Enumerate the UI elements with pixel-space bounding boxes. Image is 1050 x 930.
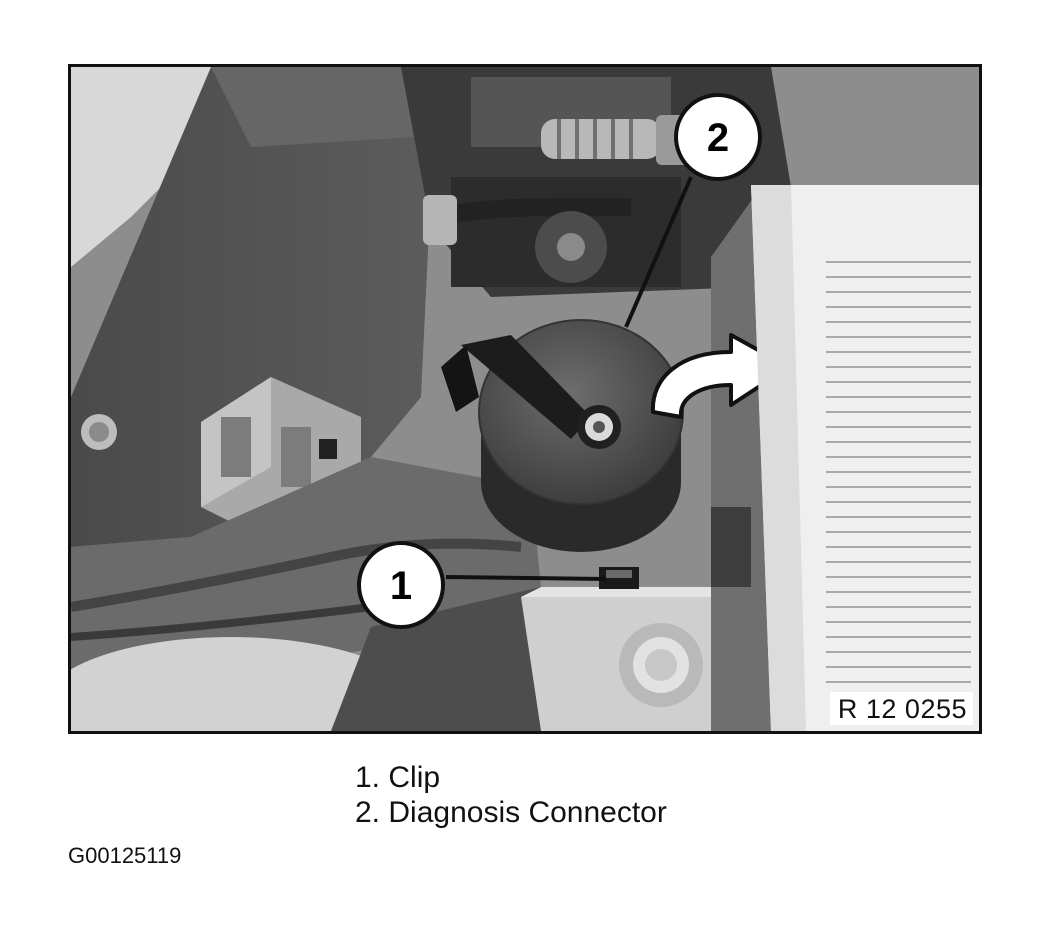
callout-1-leader <box>445 575 607 581</box>
callout-2-leader <box>624 176 693 328</box>
engine-bay-illustration: 1 2 <box>71 67 979 731</box>
callout-1-number: 1 <box>390 564 412 608</box>
callout-1: 1 <box>357 541 445 629</box>
connector-strap <box>441 335 591 439</box>
curved-arrow-icon <box>650 333 791 419</box>
callout-2: 2 <box>674 93 762 181</box>
mounting-bracket <box>521 587 721 731</box>
clip <box>599 567 639 589</box>
legend-item-number: 2. <box>355 796 381 829</box>
cap-fastener <box>577 405 621 449</box>
callout-2-number: 2 <box>707 116 729 160</box>
legend-item-1: 1. Clip <box>355 760 667 795</box>
figure-id: G00125119 <box>68 843 182 868</box>
figure-reference-code: R 12 0255 <box>829 692 973 725</box>
legend-item-2: 2. Diagnosis Connector <box>355 795 667 830</box>
engine-bay-photo: 1 2 R 12 0255 <box>68 64 982 734</box>
legend-item-label: Clip <box>388 761 441 794</box>
legend-item-label: Diagnosis Connector <box>388 796 667 829</box>
legend-item-number: 1. <box>355 761 381 794</box>
figure-legend: 1. Clip 2. Diagnosis Connector <box>355 760 667 830</box>
air-filter <box>751 185 979 731</box>
